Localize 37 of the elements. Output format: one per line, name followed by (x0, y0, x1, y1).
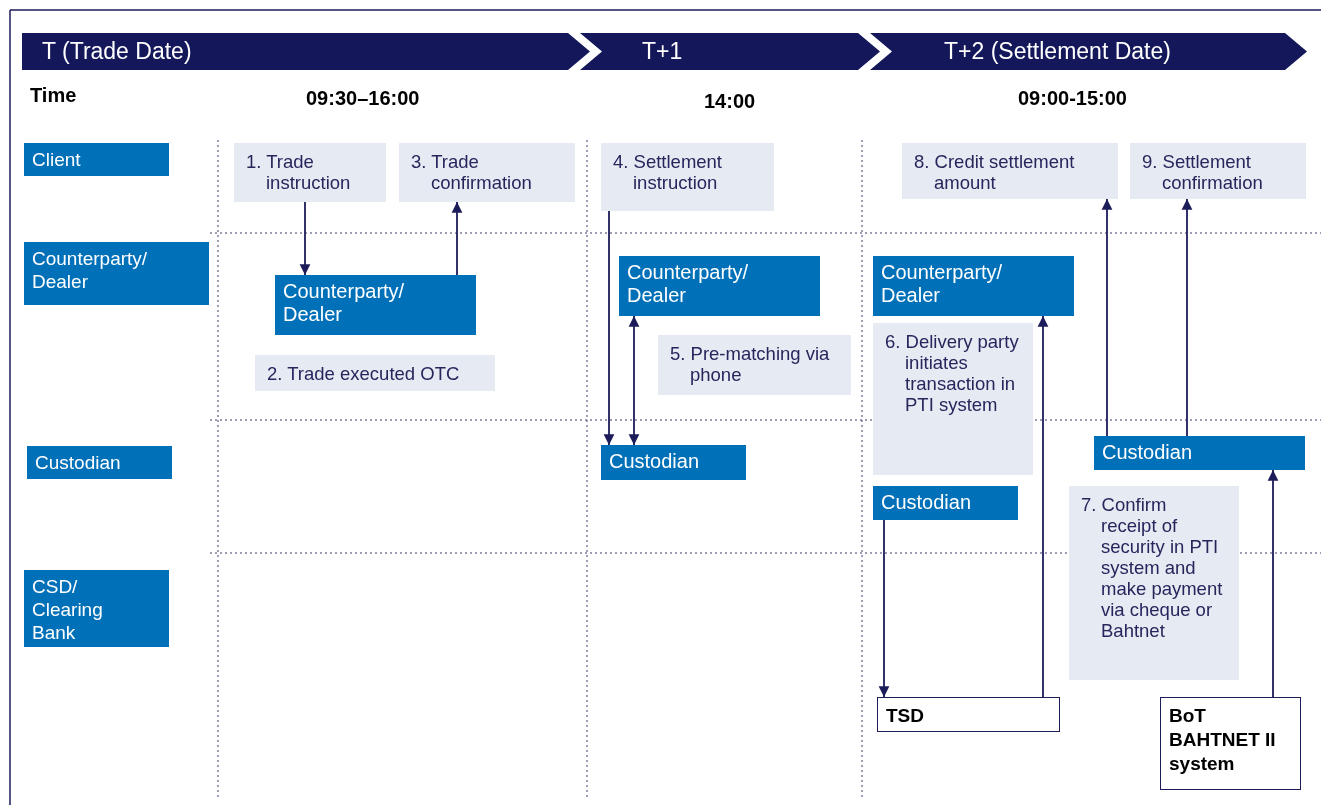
arrow (1101, 198, 1113, 437)
lane-label: Counterparty/ Dealer (24, 242, 209, 305)
step-box: 7. Confirm receipt of security in PTI system and make payment via cheque or Bahtnet (1069, 486, 1239, 680)
time-label: 14:00 (704, 90, 756, 113)
arrow (628, 315, 640, 446)
date-label: T (Trade Date) (42, 39, 192, 63)
actor-box: Custodian (1094, 436, 1305, 470)
system-box: BoT BAHTNET II system (1160, 697, 1301, 790)
step-box: 9. Settlement confirmation (1130, 143, 1306, 199)
lane-label: CSD/ Clearing Bank (24, 570, 169, 647)
step-box: 3. Trade confirmation (399, 143, 575, 202)
actor-box: Custodian (873, 486, 1018, 520)
arrow (1037, 315, 1049, 698)
lane-label: Client (24, 143, 169, 176)
step-box: 4. Settlement instruction (601, 143, 774, 211)
step-box: 6. Delivery party initiates transaction in PTI system (873, 323, 1033, 475)
lane-label: Custodian (27, 446, 172, 479)
step-box: 2. Trade executed OTC (255, 355, 495, 391)
date-label: T+1 (642, 39, 683, 63)
actor-box: Counterparty/ Dealer (275, 275, 476, 335)
arrow (299, 201, 311, 276)
system-box: TSD (877, 697, 1060, 732)
date-label: T+2 (Settlement Date) (944, 39, 1171, 63)
arrow (878, 519, 890, 698)
arrow (451, 201, 463, 276)
row-heading: Time (30, 84, 77, 107)
time-label: 09:00-15:00 (1018, 87, 1127, 110)
actor-box: Counterparty/ Dealer (619, 256, 820, 316)
time-label: 09:30–16:00 (306, 87, 420, 110)
step-box: 1. Trade instruction (234, 143, 386, 202)
step-box: 5. Pre-matching via phone (658, 335, 851, 395)
actor-box: Custodian (601, 445, 746, 480)
actor-box: Counterparty/ Dealer (873, 256, 1074, 316)
arrow (1181, 198, 1193, 437)
arrow (603, 210, 615, 446)
arrow (1267, 469, 1279, 698)
step-box: 8. Credit settlement amount (902, 143, 1118, 199)
